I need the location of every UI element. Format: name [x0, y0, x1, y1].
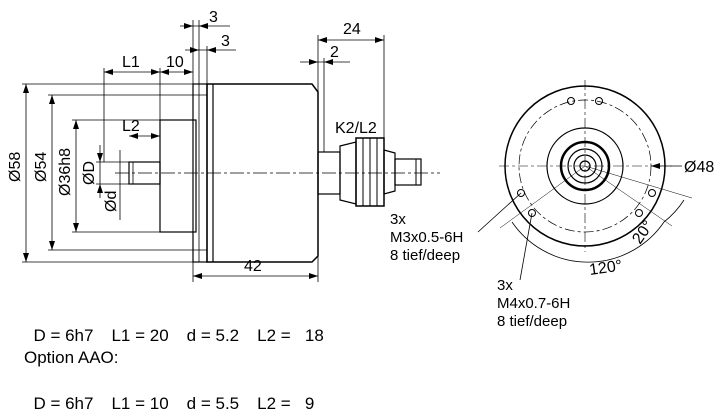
spec-standard: D = 6h7 L1 = 20 d = 5.2 L2 = 18: [24, 306, 342, 346]
spec-d: d = 5.2: [186, 326, 240, 345]
dim-10: 10: [166, 54, 184, 71]
dim-2: 2: [330, 44, 339, 61]
dim-d: Ød: [103, 191, 120, 212]
dim-3-lower: 3: [221, 33, 230, 50]
option-L1: L1 = 10: [111, 394, 169, 413]
spec-L2: L2 = 18: [257, 326, 324, 345]
thread-note-m4: 3x M4x0.7-6H 8 tief/deep: [497, 277, 570, 330]
option-d: d = 5.5: [186, 394, 240, 413]
m4-spec: M4x0.7-6H: [497, 295, 570, 312]
dim-24: 24: [343, 21, 361, 38]
m4-count: 3x: [497, 277, 513, 294]
option-title: Option AAO:: [24, 348, 119, 367]
dim-54: Ø54: [33, 152, 50, 182]
dim-l2: L2: [122, 118, 140, 135]
dim-36h8: Ø36h8: [57, 148, 74, 196]
thread-note-m3: 3x M3x0.5-6H 8 tief/deep: [390, 211, 463, 264]
spec-L1: L1 = 20: [111, 326, 169, 345]
dim-58: Ø58: [7, 152, 24, 182]
m4-depth: 8 tief/deep: [497, 313, 567, 330]
angle-120: 120°: [588, 258, 623, 279]
label-k2-l2: K2/L2: [335, 120, 377, 137]
dim-48: Ø48: [684, 159, 714, 176]
dim-42: 42: [244, 258, 262, 275]
spec-D: D = 6h7: [33, 326, 94, 345]
dim-3-upper: 3: [209, 9, 218, 26]
option-D: D = 6h7: [33, 394, 94, 413]
flange-outline: [159, 119, 197, 233]
front-view: [477, 80, 693, 281]
dim-l1: L1: [122, 54, 140, 71]
cable-gland: [317, 137, 422, 207]
option-L2: L2 = 9: [257, 394, 315, 413]
spec-option: D = 6h7 L1 = 10 d = 5.5 L2 = 9: [24, 374, 332, 414]
m3-spec: M3x0.5-6H: [390, 229, 463, 246]
m3-count: 3x: [390, 211, 406, 228]
m3-depth: 8 tief/deep: [390, 247, 460, 264]
side-view-labels: 3 3 24 2 L1 10 L2 K2/L2 Ø58 Ø54 Ø36h8 ØD…: [7, 9, 377, 275]
threaded-holes: [517, 97, 656, 217]
side-view: [22, 20, 440, 282]
dim-D: ØD: [81, 161, 98, 185]
angle-20: 20°: [629, 218, 657, 248]
